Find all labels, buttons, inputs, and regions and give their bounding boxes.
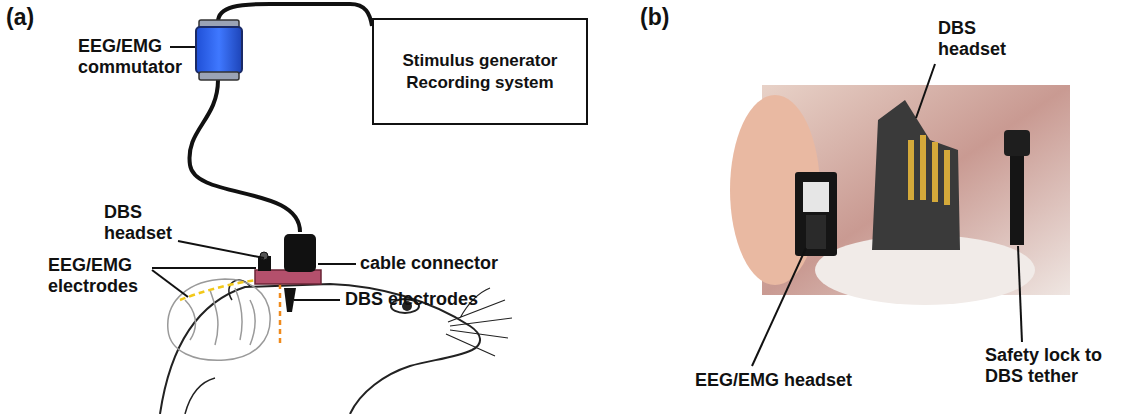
commutator-icon — [196, 20, 242, 80]
part-label: EEG/EMG electrodes — [48, 255, 148, 297]
box-text: Stimulus generator Recording system — [386, 50, 574, 94]
instrument-box: Stimulus generator Recording system — [372, 18, 588, 125]
leader-line — [916, 64, 935, 118]
leader-line — [152, 267, 256, 269]
leader-line — [178, 241, 264, 258]
part-label: EEG/EMG headset — [695, 370, 875, 391]
leader-line — [1018, 246, 1022, 342]
part-label: DBS headset — [938, 18, 1013, 60]
leader-line — [752, 248, 806, 366]
cable — [189, 80, 300, 232]
part-label: cable connector — [360, 253, 530, 274]
headset-base — [255, 270, 321, 284]
dbs-electrode-dashed — [279, 284, 282, 345]
panel-letter: (b) — [640, 4, 700, 30]
panel-letter: (a) — [6, 4, 66, 30]
rat-head — [160, 280, 512, 414]
leader-line — [294, 299, 340, 301]
leader-line — [318, 263, 356, 265]
leader-line — [152, 270, 188, 297]
brain-outline — [168, 279, 270, 360]
part-label: Safety lock to DBS tether — [985, 345, 1105, 387]
cable-connector — [284, 234, 316, 272]
part-label: DBS electrodes — [345, 289, 505, 310]
part-label: DBS headset — [104, 202, 179, 244]
leader-line — [170, 46, 195, 48]
part-label: EEG/EMG commutator — [78, 36, 193, 78]
eeg-electrode-dashed — [180, 280, 256, 300]
cable — [218, 4, 372, 26]
